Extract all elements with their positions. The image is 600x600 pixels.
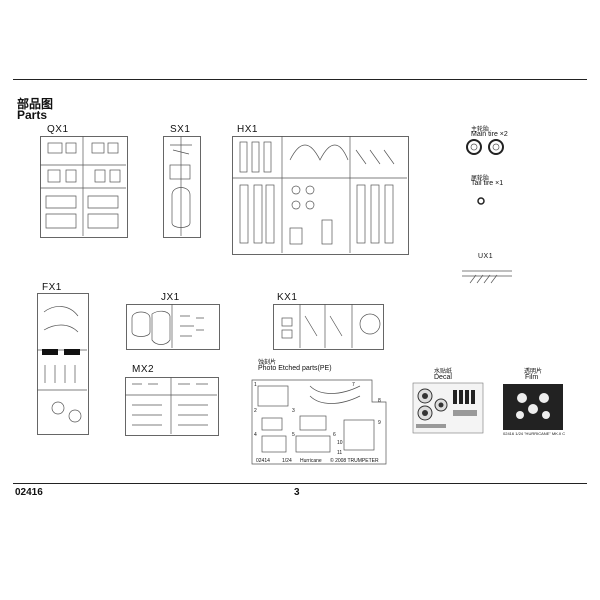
- pe-footer-name: Hurricane: [300, 458, 322, 464]
- tail-tire-label: Tail tire ×1: [471, 180, 504, 187]
- sprue-label-fx1: FX1: [42, 282, 62, 293]
- page-number: 3: [294, 487, 300, 498]
- sprue-label-hx1: HX1: [237, 124, 258, 135]
- sprue-sx1: [163, 136, 201, 238]
- pe-part-number: 1: [254, 382, 257, 388]
- main-tire-label-chinese: 主轮胎: [471, 127, 490, 133]
- bottom-rule: [13, 483, 587, 484]
- page-code: 02416: [15, 487, 43, 498]
- decal-label: Decal: [434, 374, 452, 381]
- parts-heading-english: Parts: [17, 108, 48, 122]
- sprue-label-mx2: MX2: [132, 364, 155, 375]
- photo-etched-label: Photo Etched parts(PE): [258, 365, 332, 372]
- pe-footer-scale: 1/24: [282, 458, 292, 464]
- pe-part-number: 4: [254, 432, 257, 438]
- pe-footer-code: 02414: [256, 458, 270, 464]
- decal-label-chinese: 水贴纸: [434, 369, 453, 375]
- pe-part-number: 10: [337, 440, 343, 446]
- sprue-label-ux1: UX1: [478, 253, 494, 260]
- parts-heading-chinese: 部品图: [17, 97, 54, 111]
- film-caption: 02416 1/24 "HURRICANE" MK.II C: [503, 431, 566, 436]
- pe-part-number: 2: [254, 408, 257, 414]
- sprue-label-qx1: QX1: [47, 124, 69, 135]
- sprue-hx1: [232, 136, 409, 255]
- sprue-mx2: [125, 377, 219, 436]
- pe-part-number: 11: [337, 450, 343, 456]
- top-rule: [13, 79, 587, 80]
- pe-part-number: 5: [292, 432, 295, 438]
- film-label: Film: [525, 374, 539, 381]
- sprue-label-kx1: KX1: [277, 292, 298, 303]
- sprue-label-jx1: JX1: [161, 292, 180, 303]
- pe-part-number: 8: [378, 398, 381, 404]
- photo-etched-label-chinese: 蚀刻片: [258, 360, 277, 366]
- pe-part-number: 7: [352, 382, 355, 388]
- pe-footer-copyright: © 2008 TRUMPETER: [330, 458, 379, 464]
- film-label-chinese: 透明片: [524, 369, 543, 375]
- main-tire-label: Main tire ×2: [471, 131, 508, 138]
- pe-part-number: 6: [333, 432, 336, 438]
- sprue-kx1: [273, 304, 384, 350]
- sprue-label-sx1: SX1: [170, 124, 191, 135]
- pe-part-number: 3: [292, 408, 295, 414]
- tail-tire-label-chinese: 尾轮胎: [471, 176, 490, 182]
- pe-part-number: 9: [378, 420, 381, 426]
